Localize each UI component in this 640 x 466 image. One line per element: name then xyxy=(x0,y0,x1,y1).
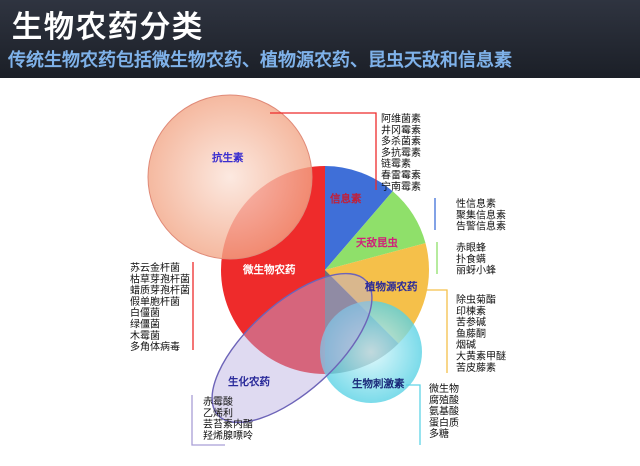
list-item-enemy: 丽蚜小蜂 xyxy=(456,264,496,277)
antibiotic-circle xyxy=(147,94,313,260)
list-item-stim: 蛋白质 xyxy=(429,416,459,429)
list-item-enemy: 赤眼蜂 xyxy=(456,241,486,254)
connector-biochem xyxy=(191,395,225,446)
list-item-plant: 大黄素甲醚 xyxy=(456,350,506,363)
label-stim: 生物刺激素 xyxy=(352,377,405,390)
list-item-biochem: 羟烯腺嘌呤 xyxy=(203,429,253,442)
label-biochem: 生化农药 xyxy=(228,375,270,388)
connector-plant xyxy=(415,289,448,373)
list-item-biochem: 赤霉酸 xyxy=(203,395,233,408)
list-item-micro: 苏云金杆菌 xyxy=(130,261,180,274)
list-item-antibiotic: 阿维菌素 xyxy=(381,112,421,125)
label-enemy: 天敌昆虫 xyxy=(356,236,398,249)
label-antibiotic: 抗生素 xyxy=(212,151,244,164)
list-item-plant: 鱼藤酮 xyxy=(456,327,486,340)
connector-stim xyxy=(406,384,421,445)
list-item-micro: 枯草芽孢杆菌 xyxy=(130,272,190,285)
list-item-micro: 木霉菌 xyxy=(130,330,160,342)
list-item-enemy: 扑食螨 xyxy=(456,252,486,265)
list-item-plant: 印楝素 xyxy=(456,304,486,317)
list-item-stim: 腐殖酸 xyxy=(429,393,459,406)
list-item-antibiotic: 多抗霉素 xyxy=(381,146,421,159)
list-item-micro: 白僵菌 xyxy=(130,306,160,319)
list-item-antibiotic: 宁南霉素 xyxy=(381,180,421,193)
list-item-plant: 烟碱 xyxy=(456,338,476,351)
label-plant: 植物源农药 xyxy=(364,280,418,293)
list-item-micro: 蜡质芽孢杆菌 xyxy=(130,284,190,297)
list-item-stim: 微生物 xyxy=(429,382,459,395)
list-item-antibiotic: 井冈霉素 xyxy=(381,123,421,136)
list-item-antibiotic: 春雷霉素 xyxy=(381,169,421,182)
connector-antibiotic xyxy=(270,112,377,190)
list-item-micro: 绿僵菌 xyxy=(130,318,160,331)
biostimulant-circle xyxy=(320,301,422,403)
label-micro: 微生物农药 xyxy=(242,263,296,276)
list-item-info: 告警信息素 xyxy=(456,220,506,233)
page-title: 生物农药分类 xyxy=(12,10,204,45)
list-item-plant: 除虫菊酯 xyxy=(456,293,496,306)
list-item-biochem: 芸苔素内酯 xyxy=(203,418,253,431)
header-banner: 生物农药分类 传统生物农药包括微生物农药、植物源农药、昆虫天敌和信息素 xyxy=(0,0,640,78)
list-item-antibiotic: 链霉素 xyxy=(381,157,411,170)
list-item-plant: 苦参碱 xyxy=(456,316,486,329)
list-item-antibiotic: 多杀菌素 xyxy=(381,135,421,148)
biochemical-ellipse xyxy=(211,272,373,424)
pie-slice-info xyxy=(325,166,393,270)
list-item-info: 聚集信息素 xyxy=(456,208,506,221)
connector-lines xyxy=(191,112,448,446)
list-item-info: 性信息素 xyxy=(456,197,496,210)
list-item-biochem: 乙烯利 xyxy=(203,406,233,419)
label-info: 信息素 xyxy=(330,192,362,205)
list-item-plant: 苦皮藤素 xyxy=(456,361,496,374)
list-item-stim: 氨基酸 xyxy=(429,405,459,418)
list-item-micro: 多角体病毒 xyxy=(130,340,180,353)
page-subtitle: 传统生物农药包括微生物农药、植物源农药、昆虫天敌和信息素 xyxy=(8,50,512,71)
list-item-micro: 假单胞杆菌 xyxy=(130,295,180,308)
pie-slice-enemy xyxy=(325,191,426,270)
list-item-stim: 多糖 xyxy=(429,427,449,440)
